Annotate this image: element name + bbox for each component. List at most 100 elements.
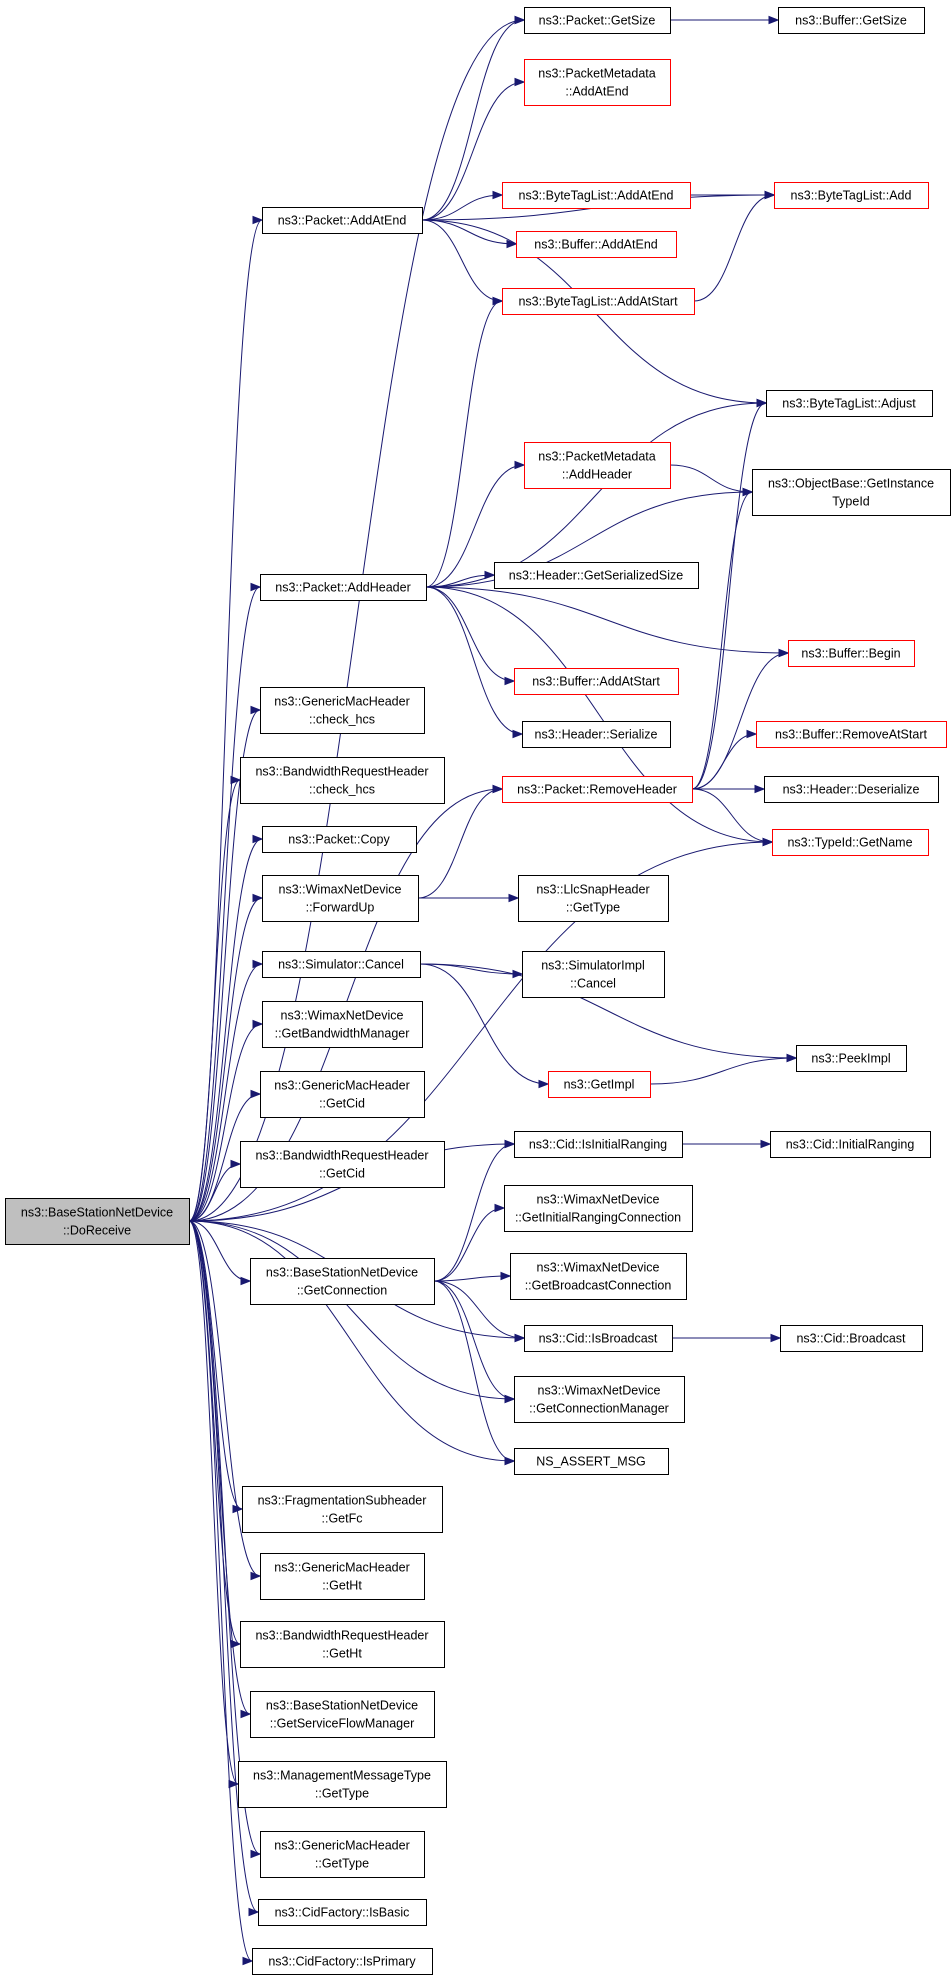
node-box — [514, 1376, 685, 1423]
node-label: ns3::Buffer::RemoveAtStart — [775, 728, 927, 742]
node-box — [510, 1253, 687, 1300]
edge-root-to-cidf-isprimary — [188, 1220, 254, 1966]
edge-root-to-wnd-getconnmgr — [188, 1220, 516, 1404]
node-box — [778, 7, 925, 34]
node-buf-addatend[interactable]: ns3::Buffer::AddAtEnd — [516, 231, 677, 258]
arrowhead-icon — [512, 729, 524, 739]
node-gmh-check[interactable]: ns3::GenericMacHeader::check_hcs — [260, 687, 425, 734]
node-label: ns3::CidFactory::IsPrimary — [268, 1955, 416, 1969]
edge-wnd-forwardup-to-llc-gettype — [418, 893, 520, 903]
node-label: ns3::WimaxNetDevice — [279, 883, 402, 897]
node-btl-adjust[interactable]: ns3::ByteTagList::Adjust — [766, 390, 933, 417]
node-btl-addatstart[interactable]: ns3::ByteTagList::AddAtStart — [502, 288, 695, 315]
arrowhead-icon — [508, 893, 520, 903]
node-label: ns3::Cid::IsBroadcast — [539, 1332, 658, 1346]
edge-line — [421, 81, 525, 221]
node-gmh-gettype[interactable]: ns3::GenericMacHeader::GetType — [260, 1831, 425, 1878]
node-cid-bcast[interactable]: ns3::Cid::Broadcast — [780, 1325, 923, 1352]
node-sim-cancel[interactable]: ns3::Simulator::Cancel — [262, 951, 421, 978]
edge-pkt-removeheader-to-btl-adjust — [691, 398, 768, 790]
node-wnd-getbcast[interactable]: ns3::WimaxNetDevice::GetBroadcastConnect… — [510, 1253, 687, 1300]
node-pkt-addatend[interactable]: ns3::Packet::AddAtEnd — [262, 207, 423, 234]
node-gmh-getcid[interactable]: ns3::GenericMacHeader::GetCid — [260, 1071, 425, 1118]
node-label: ns3::Cid::InitialRanging — [786, 1138, 915, 1152]
node-pkt-removeheader[interactable]: ns3::Packet::RemoveHeader — [502, 776, 693, 803]
edge-root-to-gmh-getht — [188, 1220, 262, 1581]
edge-pkt-addheader-to-typeid-getname — [425, 586, 774, 847]
node-label: ::AddHeader — [562, 468, 632, 482]
edge-line — [649, 1057, 797, 1085]
node-pkt-getsize[interactable]: ns3::Packet::GetSize — [524, 7, 671, 34]
edge-root-to-gmh-check — [188, 705, 262, 1222]
node-brh-check[interactable]: ns3::BandwidthRequestHeader::check_hcs — [240, 757, 445, 804]
node-cid-initial[interactable]: ns3::Cid::InitialRanging — [770, 1131, 931, 1158]
node-hdr-deser[interactable]: ns3::Header::Deserialize — [764, 776, 939, 803]
node-buf-getsize[interactable]: ns3::Buffer::GetSize — [778, 7, 925, 34]
node-btl-addatend[interactable]: ns3::ByteTagList::AddAtEnd — [502, 182, 691, 209]
node-wnd-getbw[interactable]: ns3::WimaxNetDevice::GetBandwidthManager — [262, 1001, 423, 1048]
node-bsnd-getconn[interactable]: ns3::BaseStationNetDevice::GetConnection — [250, 1258, 435, 1305]
node-pkt-copy[interactable]: ns3::Packet::Copy — [262, 826, 417, 853]
node-getimpl[interactable]: ns3::GetImpl — [548, 1071, 651, 1098]
node-label: ns3::Buffer::AddAtEnd — [534, 238, 658, 252]
node-gmh-getht[interactable]: ns3::GenericMacHeader::GetHt — [260, 1553, 425, 1600]
edge-line — [188, 897, 263, 1222]
node-box — [262, 826, 417, 853]
node-pkt-addheader[interactable]: ns3::Packet::AddHeader — [260, 574, 427, 601]
node-llc-gettype[interactable]: ns3::LlcSnapHeader::GetType — [518, 875, 669, 922]
node-hdr-serialize[interactable]: ns3::Header::Serialize — [522, 721, 671, 748]
edge-root-to-brh-check — [188, 775, 242, 1222]
node-frag-getfc[interactable]: ns3::FragmentationSubheader::GetFc — [242, 1486, 443, 1533]
edge-root-to-wnd-forwardup — [188, 893, 264, 1222]
node-pm-addheader[interactable]: ns3::PacketMetadata::AddHeader — [524, 442, 671, 489]
node-buf-begin[interactable]: ns3::Buffer::Begin — [788, 640, 915, 667]
node-bsnd-getsfm[interactable]: ns3::BaseStationNetDevice::GetServiceFlo… — [250, 1691, 435, 1738]
node-label: ns3::PeekImpl — [811, 1052, 890, 1066]
node-cidf-isbasic[interactable]: ns3::CidFactory::IsBasic — [258, 1899, 427, 1926]
node-box — [524, 7, 671, 34]
node-label: ns3::GenericMacHeader — [274, 1561, 409, 1575]
node-box — [514, 1131, 683, 1158]
node-label: ::GetHt — [322, 1579, 362, 1593]
edge-line — [421, 219, 503, 302]
node-wnd-forwardup[interactable]: ns3::WimaxNetDevice::ForwardUp — [262, 875, 419, 922]
edge-line — [425, 402, 767, 588]
node-mmt-gettype[interactable]: ns3::ManagementMessageType::GetType — [238, 1761, 447, 1808]
edge-line — [425, 586, 523, 735]
node-wnd-getconnmgr[interactable]: ns3::WimaxNetDevice::GetConnectionManage… — [514, 1376, 685, 1423]
node-brh-getht[interactable]: ns3::BandwidthRequestHeader::GetHt — [240, 1621, 445, 1668]
node-cid-isbcast[interactable]: ns3::Cid::IsBroadcast — [524, 1325, 673, 1352]
arrowhead-icon — [764, 190, 776, 200]
node-buf-removeatstart[interactable]: ns3::Buffer::RemoveAtStart — [756, 721, 947, 748]
node-hdr-getser[interactable]: ns3::Header::GetSerializedSize — [494, 562, 699, 589]
node-label: ns3::WimaxNetDevice — [537, 1193, 660, 1207]
edge-btl-addatstart-to-btl-add — [693, 190, 776, 302]
arrowhead-icon — [746, 729, 758, 739]
arrowhead-icon — [742, 487, 754, 497]
arrowhead-icon — [762, 837, 774, 847]
node-cid-isinitial[interactable]: ns3::Cid::IsInitialRanging — [514, 1131, 683, 1158]
edge-root-to-brh-getht — [188, 1220, 242, 1649]
edge-line — [188, 1220, 261, 1855]
edge-line — [188, 1023, 263, 1222]
arrowhead-icon — [514, 460, 526, 470]
node-typeid-getname[interactable]: ns3::TypeId::GetName — [772, 829, 929, 856]
node-cidf-isprimary[interactable]: ns3::CidFactory::IsPrimary — [252, 1948, 433, 1975]
node-pm-addatend[interactable]: ns3::PacketMetadata::AddAtEnd — [524, 59, 671, 106]
arrowhead-icon — [252, 834, 264, 844]
node-btl-add[interactable]: ns3::ByteTagList::Add — [774, 182, 929, 209]
arrowhead-icon — [504, 1139, 516, 1149]
arrowhead-icon — [252, 893, 264, 903]
node-simimpl-cancel[interactable]: ns3::SimulatorImpl::Cancel — [522, 951, 665, 998]
node-brh-getcid[interactable]: ns3::BandwidthRequestHeader::GetCid — [240, 1141, 445, 1188]
node-label: ::GetCid — [319, 1167, 365, 1181]
edge-line — [691, 491, 753, 790]
edge-getimpl-to-peekimpl — [649, 1053, 798, 1085]
node-peekimpl[interactable]: ns3::PeekImpl — [796, 1045, 907, 1072]
node-ns-assert[interactable]: NS_ASSERT_MSG — [514, 1448, 669, 1475]
arrowhead-icon — [754, 784, 766, 794]
arrowhead-icon — [252, 959, 264, 969]
node-buf-addatstart[interactable]: ns3::Buffer::AddAtStart — [514, 668, 679, 695]
node-wnd-getinitial[interactable]: ns3::WimaxNetDevice::GetInitialRangingCo… — [504, 1185, 693, 1232]
